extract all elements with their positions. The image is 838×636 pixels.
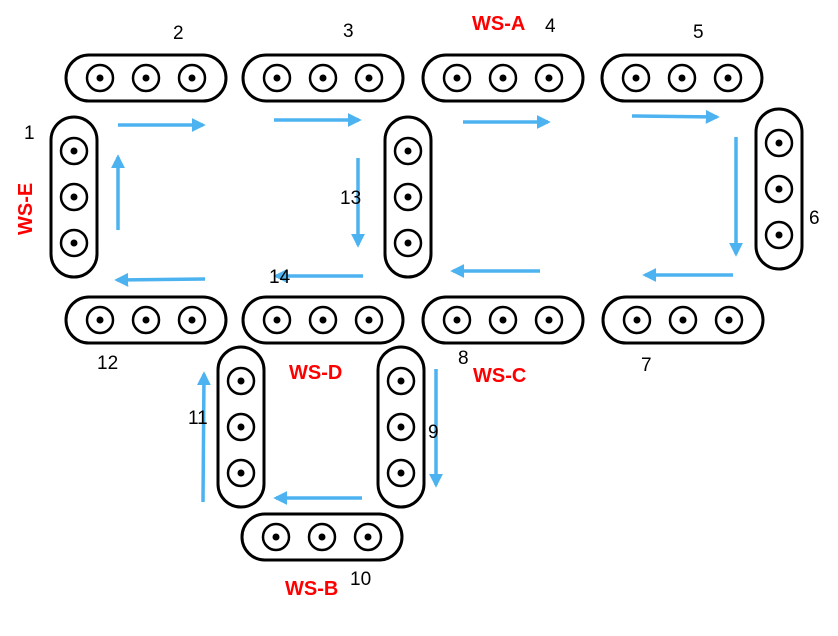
roller-center-dot (96, 316, 104, 324)
conveyor-4 (421, 53, 585, 103)
roller-center-dot (70, 147, 78, 155)
conveyor-13 (383, 115, 433, 279)
roller-center-dot (237, 423, 245, 431)
station-number-10: 10 (350, 569, 371, 590)
roller-center-dot (364, 533, 372, 541)
conveyor-14 (241, 295, 405, 345)
roller-center-dot (404, 239, 412, 247)
station-number-5: 5 (693, 22, 704, 43)
station-number-4: 4 (545, 16, 556, 37)
roller-center-dot (365, 74, 373, 82)
station-number-8: 8 (458, 348, 469, 369)
roller-center-dot (70, 239, 78, 247)
workstation-label-ws-d: WS-D (289, 362, 342, 384)
station-number-2: 2 (173, 23, 184, 44)
flow-arrow (631, 109, 720, 124)
conveyor-7 (601, 295, 765, 345)
roller-center-dot (188, 316, 196, 324)
flow-arrow (196, 371, 211, 503)
conveyor-12 (64, 295, 228, 345)
station-number-13: 13 (340, 188, 361, 209)
workstation-label-ws-e: WS-E (15, 183, 37, 235)
roller-center-dot (397, 469, 405, 477)
roller-center-dot (678, 74, 686, 82)
roller-center-dot (775, 139, 783, 147)
workstation-label-ws-c: WS-C (473, 365, 526, 387)
roller-center-dot (188, 74, 196, 82)
conveyor-2 (64, 53, 228, 103)
roller-center-dot (318, 533, 326, 541)
conveyor-6 (754, 107, 804, 271)
roller-center-dot (499, 74, 507, 82)
roller-center-dot (365, 316, 373, 324)
station-number-11: 11 (188, 408, 208, 429)
station-number-9: 9 (428, 422, 439, 443)
roller-center-dot (319, 74, 327, 82)
roller-center-dot (724, 74, 732, 82)
conveyor-8 (421, 295, 585, 345)
conveyor-10 (240, 512, 404, 562)
roller-center-dot (142, 316, 150, 324)
roller-center-dot (96, 74, 104, 82)
roller-center-dot (499, 316, 507, 324)
roller-center-dot (273, 316, 281, 324)
roller-center-dot (237, 469, 245, 477)
flow-arrow (114, 272, 206, 287)
roller-center-dot (404, 147, 412, 155)
roller-center-dot (272, 533, 280, 541)
workstation-label-ws-b: WS-B (285, 578, 338, 600)
station-number-6: 6 (809, 208, 820, 229)
roller-center-dot (319, 316, 327, 324)
roller-center-dot (775, 231, 783, 239)
roller-center-dot (237, 377, 245, 385)
roller-center-dot (142, 74, 150, 82)
conveyor-1 (49, 115, 99, 279)
station-number-12: 12 (97, 353, 118, 374)
roller-center-dot (632, 74, 640, 82)
conveyor-3 (241, 53, 405, 103)
roller-center-dot (545, 74, 553, 82)
station-number-3: 3 (343, 21, 354, 42)
roller-center-dot (545, 316, 553, 324)
roller-center-dot (273, 74, 281, 82)
roller-center-dot (775, 185, 783, 193)
conveyor-5 (600, 53, 764, 103)
roller-center-dot (404, 193, 412, 201)
roller-center-dot (397, 423, 405, 431)
roller-center-dot (679, 316, 687, 324)
roller-center-dot (453, 316, 461, 324)
conveyor-belts (49, 53, 804, 562)
flow-arrows (111, 109, 743, 505)
roller-center-dot (453, 74, 461, 82)
station-number-1: 1 (24, 123, 35, 144)
roller-center-dot (633, 316, 641, 324)
workstation-label-ws-a: WS-A (472, 13, 525, 35)
station-number-7: 7 (641, 355, 652, 376)
conveyor-9 (376, 345, 426, 509)
diagram-labels: 1 2 3 4 5 6 7 8 9 10 11 12 13 14 WS-A WS… (15, 13, 820, 600)
station-number-14: 14 (269, 267, 291, 288)
roller-center-dot (397, 377, 405, 385)
conveyor-11 (216, 345, 266, 509)
roller-center-dot (725, 316, 733, 324)
roller-center-dot (70, 193, 78, 201)
